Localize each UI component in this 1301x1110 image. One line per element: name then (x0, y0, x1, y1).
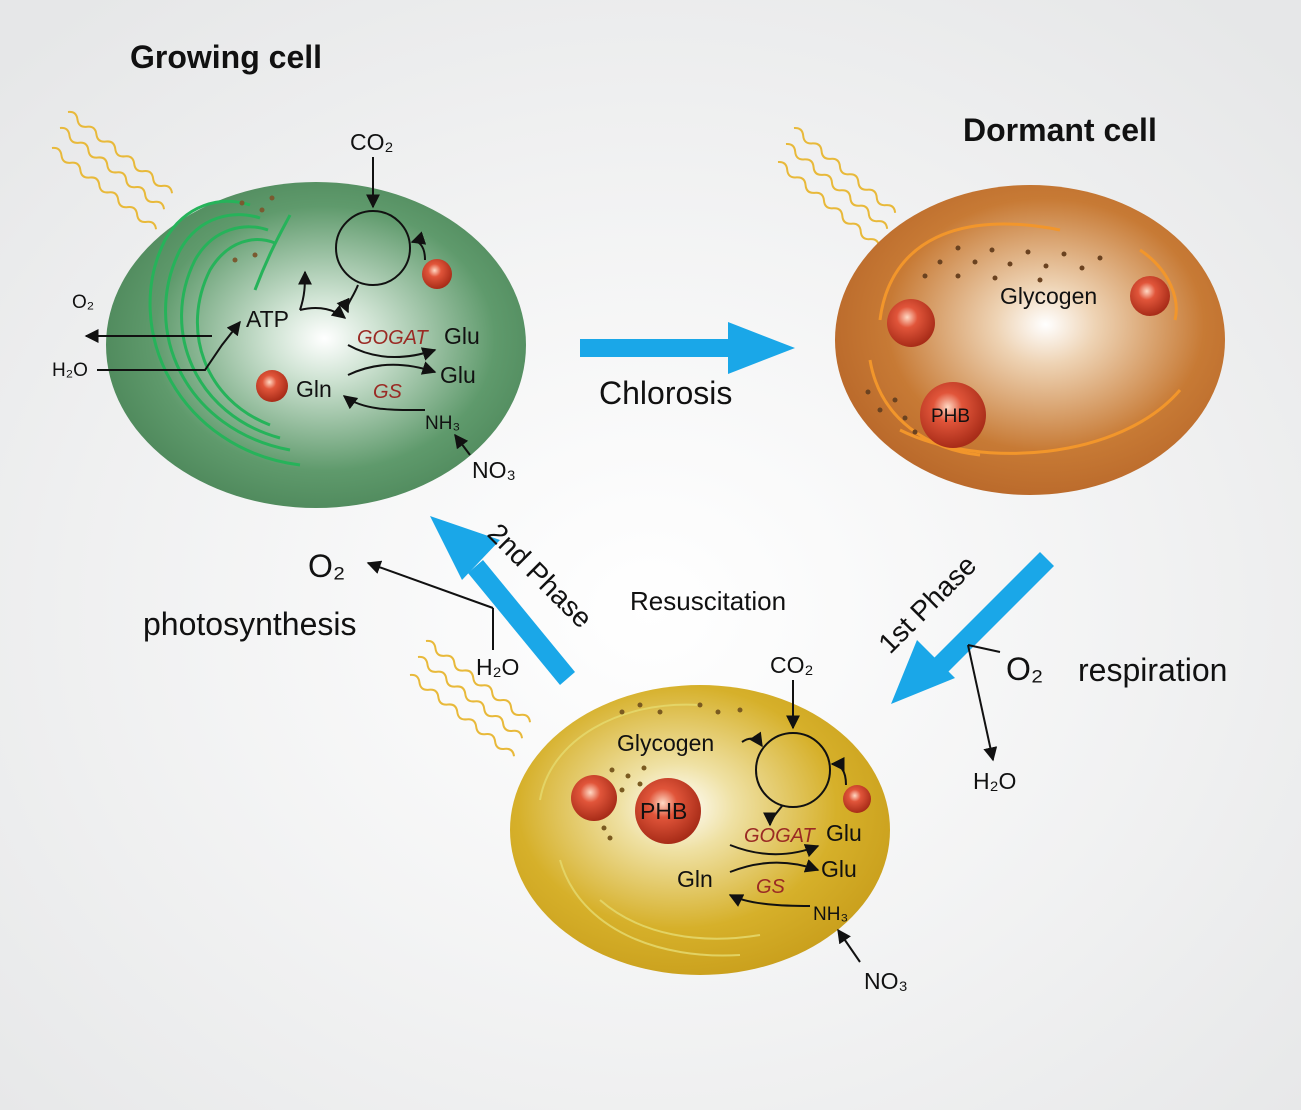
gogat-label: GOGAT (744, 825, 817, 847)
degraded-membranes (868, 222, 1182, 457)
gs-label: GS (756, 876, 786, 898)
nh3-label: NH₃ (813, 904, 848, 925)
granule (256, 370, 288, 402)
regenerating-membranes (539, 703, 761, 957)
chlorosis-label: Chlorosis (599, 375, 732, 411)
granule-dots (865, 245, 1103, 435)
gs-label: GS (373, 381, 403, 403)
glycogen-label: Glycogen (617, 730, 714, 756)
first-phase-arrow (891, 552, 1054, 704)
nh3-label: NH₃ (425, 413, 460, 434)
respiration-h2o-label: H₂O (973, 768, 1016, 794)
gln-label: Gln (296, 376, 332, 402)
second-phase-arrow (430, 516, 575, 685)
glu-label-2: Glu (440, 362, 476, 388)
growing-cell-title: Growing cell (130, 39, 322, 75)
calvin-cycle (755, 732, 831, 808)
granule (571, 775, 617, 821)
calvin-cycle (335, 210, 411, 286)
dormant-cell-body (835, 185, 1225, 495)
gogat-label: GOGAT (357, 327, 430, 349)
co2-label: CO₂ (770, 652, 813, 678)
h2o-label: H₂O (52, 360, 88, 381)
granule (1130, 276, 1170, 316)
thylakoid-membranes (148, 199, 301, 467)
photosynthesis-o2-label: O₂ (308, 548, 345, 584)
dormant-cell-title: Dormant cell (963, 112, 1157, 148)
dormant-cell: Glycogen PHB (835, 185, 1225, 495)
atp-label: ATP (246, 306, 289, 332)
granule (887, 299, 935, 347)
phb-granule (920, 382, 986, 448)
phb-label: PHB (640, 798, 687, 824)
o2-label: O₂ (72, 292, 94, 313)
chlorosis-arrow (580, 322, 795, 374)
respiration-label: respiration (1078, 652, 1227, 688)
glycogen-label: Glycogen (1000, 283, 1097, 309)
phb-label: PHB (931, 406, 970, 427)
phb-granule (635, 778, 701, 844)
glu-label-2: Glu (821, 856, 857, 882)
granule-dots (232, 195, 275, 263)
no3-label: NO₃ (864, 968, 908, 994)
resuscitating-cell-body (510, 685, 890, 975)
glu-label-1: Glu (444, 323, 480, 349)
growing-cell: CO₂ O₂ H₂O ATP GOGAT Glu Glu Gln GS NH₃ … (52, 129, 526, 508)
granule (843, 785, 871, 813)
photosynthesis-label: photosynthesis (143, 606, 356, 642)
no3-label: NO₃ (472, 457, 516, 483)
respiration-o2-label: O₂ (1006, 651, 1043, 687)
gln-label: Gln (677, 866, 713, 892)
co2-label: CO₂ (350, 129, 393, 155)
granule (422, 259, 452, 289)
glu-label-1: Glu (826, 820, 862, 846)
resuscitating-cell: PHB Glycogen CO₂ GOGAT Glu Glu Gln GS NH… (510, 652, 908, 994)
granule-dots (601, 702, 743, 841)
resuscitation-label: Resuscitation (630, 586, 786, 616)
photosynthesis-h2o-label: H₂O (476, 654, 519, 680)
